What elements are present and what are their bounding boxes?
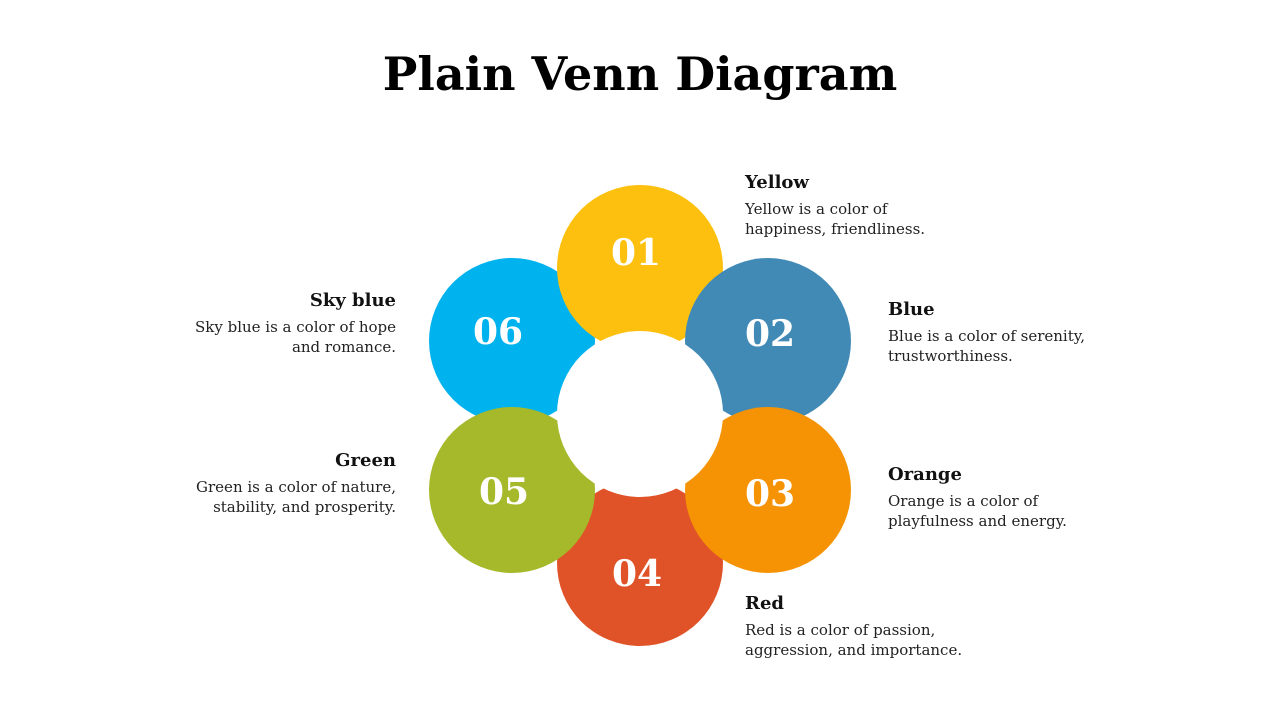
label-yellow: Yellow Yellow is a color of happiness, f… — [745, 171, 1005, 239]
label-sky-blue-line-2: and romance. — [291, 338, 396, 356]
label-green-line-1: Green is a color of nature, — [196, 478, 396, 496]
petal-number-03: 03 — [745, 473, 795, 515]
label-orange-description: Orange is a color of playfulness and ene… — [888, 491, 1148, 531]
petal-sky-blue-circle[interactable] — [429, 258, 595, 424]
label-green-description: Green is a color of nature, stability, a… — [136, 477, 396, 517]
petal-yellow-circle[interactable] — [557, 185, 723, 351]
petal-number-01: 01 — [611, 232, 661, 274]
petal-orange-circle[interactable] — [685, 407, 851, 573]
label-red-title: Red — [745, 593, 784, 614]
label-red-line-2: aggression, and importance. — [745, 641, 963, 659]
label-red-line-1: Red is a color of passion, — [745, 621, 936, 639]
label-sky-blue-description: Sky blue is a color of hope and romance. — [136, 317, 396, 357]
petal-number-02: 02 — [745, 313, 795, 355]
petal-blue-circle[interactable] — [685, 258, 851, 424]
petal-red-circle[interactable] — [557, 480, 723, 646]
label-yellow-line-2: happiness, friendliness. — [745, 220, 926, 238]
petal-number-06: 06 — [473, 311, 523, 353]
label-orange-title: Orange — [888, 464, 962, 485]
petal-number-05: 05 — [479, 471, 529, 513]
label-orange-line-2: playfulness and energy. — [888, 512, 1067, 530]
label-green-line-2: stability, and prosperity. — [213, 498, 396, 516]
petal-green-circle[interactable] — [429, 407, 595, 573]
petal-number-04: 04 — [612, 553, 662, 595]
page-title: Plain Venn Diagram — [382, 47, 898, 101]
label-red-description: Red is a color of passion, aggression, a… — [745, 620, 1005, 660]
label-sky-blue: Sky blue Sky blue is a color of hope and… — [136, 289, 396, 357]
label-sky-blue-title: Sky blue — [309, 290, 396, 311]
label-blue-description: Blue is a color of serenity, trustworthi… — [888, 326, 1148, 366]
label-green: Green Green is a color of nature, stabil… — [136, 449, 396, 517]
label-yellow-title: Yellow — [745, 172, 809, 193]
label-orange: Orange Orange is a color of playfulness … — [888, 463, 1148, 531]
label-blue-line-2: trustworthiness. — [888, 347, 1013, 365]
label-green-title: Green — [335, 450, 396, 471]
label-blue-line-1: Blue is a color of serenity, — [888, 327, 1086, 345]
label-blue: Blue Blue is a color of serenity, trustw… — [888, 298, 1148, 366]
center-circle — [557, 331, 723, 497]
label-sky-blue-line-1: Sky blue is a color of hope — [194, 318, 396, 336]
label-blue-title: Blue — [888, 299, 935, 320]
label-yellow-line-1: Yellow is a color of — [745, 200, 888, 218]
label-red: Red Red is a color of passion, aggressio… — [745, 592, 1005, 660]
label-yellow-description: Yellow is a color of happiness, friendli… — [745, 199, 1005, 239]
label-orange-line-1: Orange is a color of — [888, 492, 1039, 510]
